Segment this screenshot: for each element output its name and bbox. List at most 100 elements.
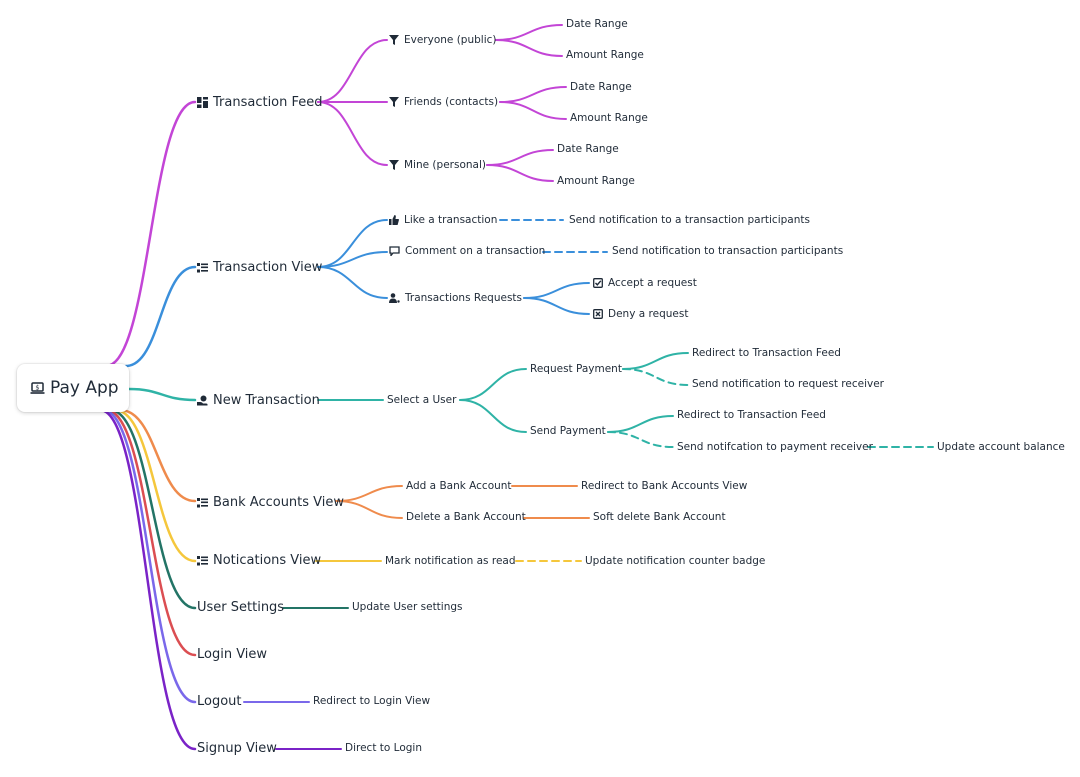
node-user-settings[interactable]: User Settings (197, 601, 284, 614)
node-like-notification[interactable]: Send notification to a transaction parti… (569, 215, 810, 226)
direct-login-label: Direct to Login (345, 742, 422, 754)
node-like-transaction[interactable]: Like a transaction (389, 215, 497, 226)
edge-bank-delete (335, 500, 403, 519)
transaction-view-label: Transaction View (213, 260, 323, 275)
amount-range-label: Amount Range (557, 175, 635, 187)
checkbox-checked-icon (593, 278, 603, 288)
edge-bank-add (335, 485, 403, 502)
root-node[interactable] (17, 364, 129, 412)
node-sp-update-balance[interactable]: Update account balance (937, 442, 1065, 453)
update-counter-label: Update notification counter badge (585, 555, 766, 567)
bank-accounts-view-label: Bank Accounts View (213, 495, 345, 510)
node-request-payment[interactable]: Request Payment (530, 364, 622, 375)
node-notications-view[interactable]: Notications View (197, 554, 321, 567)
node-filter-everyone[interactable]: Everyone (public) (389, 35, 497, 46)
filter-everyone-label: Everyone (public) (404, 34, 497, 46)
edge-rp-notify (622, 368, 689, 386)
filter-icon (389, 97, 399, 107)
root-title: Pay App (50, 378, 119, 398)
edge-everyone-amount (495, 39, 563, 57)
node-logout[interactable]: Logout (197, 695, 242, 708)
edge-feed-everyone (317, 39, 388, 103)
delete-bank-account-label: Delete a Bank Account (406, 511, 526, 523)
edge-root-notif (113, 408, 197, 563)
dashboard-icon (197, 97, 208, 108)
edge-sp-redirect (607, 415, 674, 433)
node-sp-redirect[interactable]: Redirect to Transaction Feed (677, 410, 826, 421)
redirect-login-label: Redirect to Login View (313, 695, 431, 707)
edge-mine-amount (486, 164, 554, 182)
edge-rp-redirect (622, 352, 689, 370)
node-everyone-date-range[interactable]: Date Range (566, 19, 628, 30)
node-transactions-requests[interactable]: Transactions Requests (389, 293, 522, 304)
sp-notify-label: Send notifcation to payment receiver (677, 441, 873, 453)
amount-range-label: Amount Range (570, 112, 648, 124)
money-laptop-icon: $ (30, 382, 45, 394)
node-friends-amount-range[interactable]: Amount Range (570, 113, 648, 124)
node-everyone-amount-range[interactable]: Amount Range (566, 50, 644, 61)
node-mark-read[interactable]: Mark notification as read (385, 556, 516, 567)
node-filter-mine[interactable]: Mine (personal) (389, 160, 486, 171)
node-update-counter[interactable]: Update notification counter badge (585, 556, 765, 567)
node-sp-notify[interactable]: Send notifcation to payment receiver (677, 442, 873, 453)
send-payment-label: Send Payment (530, 425, 606, 437)
list-icon (197, 498, 208, 508)
node-mine-amount-range[interactable]: Amount Range (557, 176, 635, 187)
signup-view-label: Signup View (197, 741, 277, 756)
edge-view-like (317, 219, 388, 268)
select-user-label: Select a User (387, 394, 457, 406)
sp-update-balance-label: Update account balance (937, 441, 1065, 453)
comment-notification-label: Send notification to transaction partici… (612, 245, 844, 257)
node-rp-redirect[interactable]: Redirect to Transaction Feed (692, 348, 841, 359)
node-mine-date-range[interactable]: Date Range (557, 144, 619, 155)
node-redirect-login[interactable]: Redirect to Login View (313, 696, 430, 707)
edge-requests-accept (523, 282, 590, 299)
comment-transaction-label: Comment on a transaction (405, 245, 546, 257)
rp-notify-label: Send notification to request receiver (692, 378, 884, 390)
node-direct-login[interactable]: Direct to Login (345, 743, 422, 754)
node-rp-notify[interactable]: Send notification to request receiver (692, 379, 884, 390)
list-icon (197, 263, 208, 273)
node-send-payment[interactable]: Send Payment (530, 426, 606, 437)
rp-redirect-label: Redirect to Transaction Feed (692, 347, 841, 359)
node-transaction-view[interactable]: Transaction View (197, 261, 322, 274)
node-transaction-feed[interactable]: Transaction Feed (197, 96, 323, 109)
edge-friends-amount (499, 101, 567, 120)
node-friends-date-range[interactable]: Date Range (570, 82, 632, 93)
node-update-user-settings[interactable]: Update User settings (352, 602, 463, 613)
user-request-icon (389, 293, 400, 303)
node-accept-request[interactable]: Accept a request (593, 278, 697, 289)
deny-request-label: Deny a request (608, 308, 689, 320)
date-range-label: Date Range (570, 81, 632, 93)
node-comment-notification[interactable]: Send notification to transaction partici… (612, 246, 843, 257)
date-range-label: Date Range (566, 18, 628, 30)
edge-select-request (459, 368, 527, 401)
edge-everyone-date (495, 24, 563, 41)
edge-friends-date (499, 86, 567, 103)
login-view-label: Login View (197, 647, 268, 662)
node-add-bank-account[interactable]: Add a Bank Account (406, 481, 512, 492)
node-delete-bank-account[interactable]: Delete a Bank Account (406, 512, 526, 523)
transaction-feed-label: Transaction Feed (213, 95, 323, 110)
hand-coin-icon (197, 395, 208, 406)
filter-mine-label: Mine (personal) (404, 159, 486, 171)
node-bank-accounts-view[interactable]: Bank Accounts View (197, 496, 344, 509)
update-user-settings-label: Update User settings (352, 601, 463, 613)
checkbox-cross-icon (593, 309, 603, 319)
node-filter-friends[interactable]: Friends (contacts) (389, 97, 498, 108)
edge-root-logout (101, 408, 197, 704)
node-login-view[interactable]: Login View (197, 648, 267, 661)
edge-root-settings (108, 408, 197, 610)
node-deny-request[interactable]: Deny a request (593, 309, 688, 320)
node-new-transaction[interactable]: New Transaction (197, 394, 320, 407)
node-add-bank-result[interactable]: Redirect to Bank Accounts View (581, 481, 747, 492)
edge-sp-notify (607, 431, 674, 448)
node-select-user[interactable]: Select a User (387, 395, 456, 406)
filter-icon (389, 35, 399, 45)
node-delete-bank-result[interactable]: Soft delete Bank Account (593, 512, 726, 523)
root-label: $ Pay App (30, 380, 119, 397)
node-comment-transaction[interactable]: Comment on a transaction (389, 246, 545, 257)
node-signup-view[interactable]: Signup View (197, 742, 277, 755)
edge-root-login (104, 408, 197, 657)
